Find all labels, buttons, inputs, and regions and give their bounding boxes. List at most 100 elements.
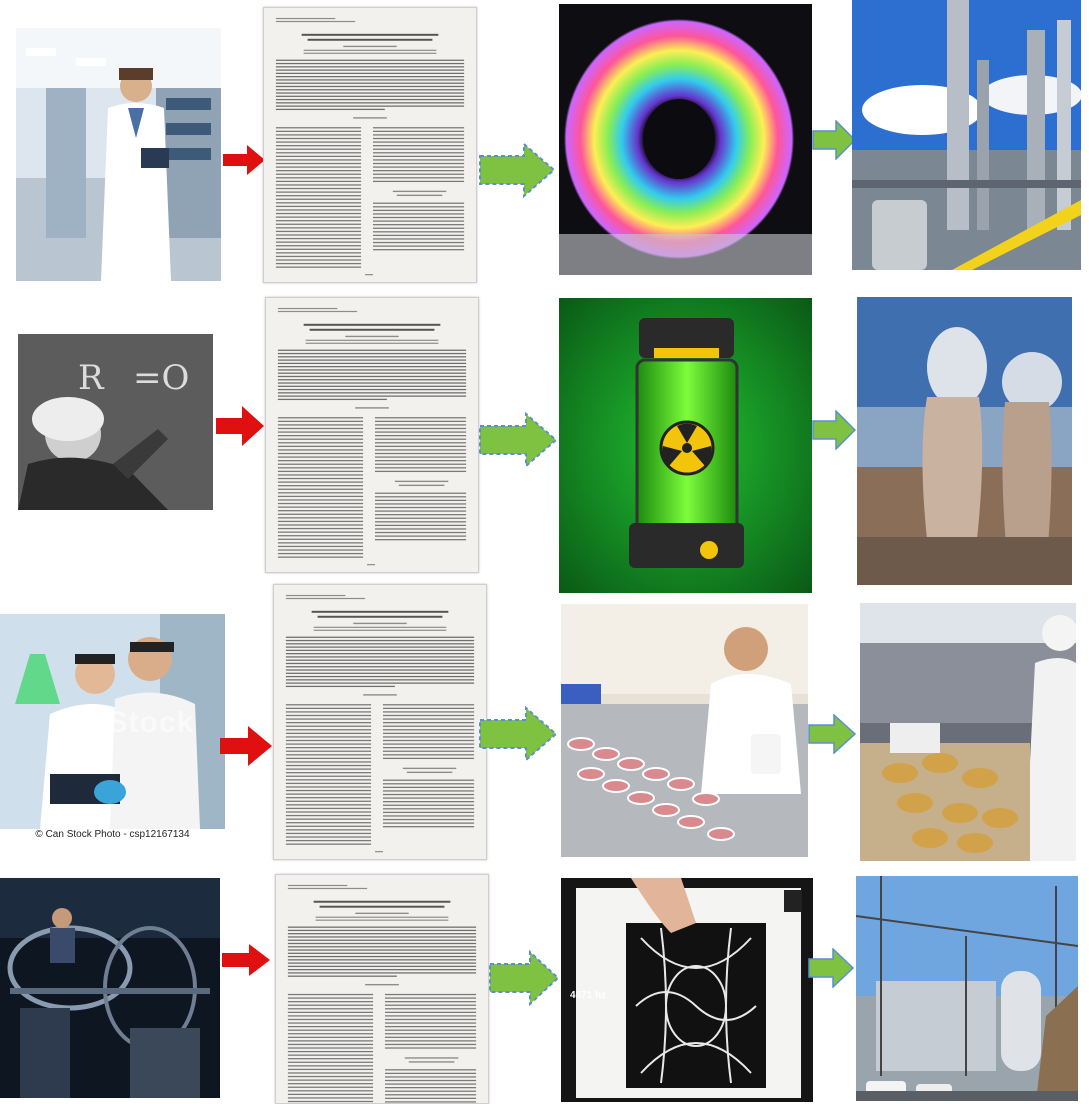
text-line <box>374 535 467 537</box>
text-line <box>275 191 362 193</box>
text-line <box>277 395 467 397</box>
text-line <box>382 779 475 781</box>
text-line <box>285 739 372 742</box>
text-line <box>372 241 465 244</box>
text-line <box>275 170 362 172</box>
text-line <box>374 521 467 523</box>
text-line <box>372 159 465 161</box>
text-line <box>275 255 362 258</box>
text-line <box>309 328 435 331</box>
text-line <box>277 359 467 361</box>
text-line <box>275 79 465 81</box>
text-line <box>285 779 372 781</box>
text-line <box>365 274 373 276</box>
text-line <box>398 484 445 487</box>
text-line <box>275 141 362 143</box>
text-line <box>305 342 439 344</box>
text-line <box>285 669 475 671</box>
text-line <box>277 431 364 433</box>
text-line <box>275 184 362 186</box>
text-line <box>384 1033 477 1035</box>
photo-credit-caption: © Can Stock Photo - csp12167134 <box>0 829 225 843</box>
text-line <box>285 825 372 827</box>
text-line <box>287 972 477 974</box>
text-line <box>275 20 356 23</box>
text-line <box>285 672 475 674</box>
text-line <box>374 435 467 437</box>
text-line <box>287 955 477 958</box>
text-line <box>372 170 465 172</box>
text-line <box>382 729 475 731</box>
red-arrow-icon <box>222 944 270 976</box>
text-line <box>315 916 449 918</box>
text-line <box>382 707 475 709</box>
text-line <box>277 449 364 451</box>
text-line <box>384 1043 477 1046</box>
text-line <box>374 442 467 444</box>
text-line <box>287 993 374 996</box>
text-line <box>277 438 364 440</box>
text-line <box>382 793 475 796</box>
text-line <box>277 445 364 448</box>
text-line <box>287 1008 374 1010</box>
text-line <box>285 775 372 777</box>
text-line <box>277 369 467 371</box>
text-line <box>285 636 475 638</box>
text-line <box>285 682 475 684</box>
text-line <box>287 936 477 938</box>
text-line <box>372 166 465 168</box>
text-line <box>287 1086 374 1088</box>
text-line <box>396 194 443 197</box>
text-line <box>285 666 475 668</box>
text-line <box>374 424 467 426</box>
green-arrow-icon <box>808 948 854 988</box>
text-line <box>277 485 364 487</box>
text-line <box>277 510 364 512</box>
text-line <box>394 480 449 483</box>
text-line <box>372 141 465 143</box>
text-line <box>285 646 475 648</box>
text-line <box>382 786 475 789</box>
text-line <box>277 506 364 508</box>
green-arrow-icon <box>808 714 856 754</box>
text-line <box>372 145 465 147</box>
text-line <box>382 750 475 752</box>
text-line <box>275 17 336 20</box>
text-line <box>277 460 364 462</box>
text-line <box>277 307 338 310</box>
text-line <box>285 718 372 720</box>
text-line <box>275 237 362 240</box>
text-line <box>384 1097 477 1099</box>
text-line <box>382 736 475 738</box>
text-line <box>372 127 465 129</box>
text-line <box>275 92 465 94</box>
text-line <box>402 767 457 770</box>
text-line <box>277 366 467 368</box>
text-line <box>374 496 467 498</box>
text-line <box>277 435 364 437</box>
text-line <box>275 227 362 229</box>
text-line <box>275 108 385 111</box>
text-line <box>382 704 475 706</box>
text-line <box>285 807 372 810</box>
text-line <box>285 786 372 788</box>
text-line <box>277 527 364 530</box>
svg-text:R: R <box>78 358 105 398</box>
text-line <box>277 463 364 465</box>
text-line <box>275 155 362 158</box>
text-line <box>277 420 364 422</box>
text-line <box>382 725 475 727</box>
text-line <box>275 212 362 215</box>
text-line <box>277 488 364 490</box>
text-line <box>287 1029 374 1031</box>
text-line <box>384 1090 477 1092</box>
text-line <box>277 513 364 515</box>
text-line <box>275 159 362 161</box>
text-line <box>374 517 467 519</box>
text-line <box>285 818 372 820</box>
green-arrow-icon <box>478 142 556 198</box>
text-line <box>285 772 372 774</box>
text-line <box>374 452 467 455</box>
text-line <box>382 808 475 810</box>
text-line <box>275 98 465 101</box>
